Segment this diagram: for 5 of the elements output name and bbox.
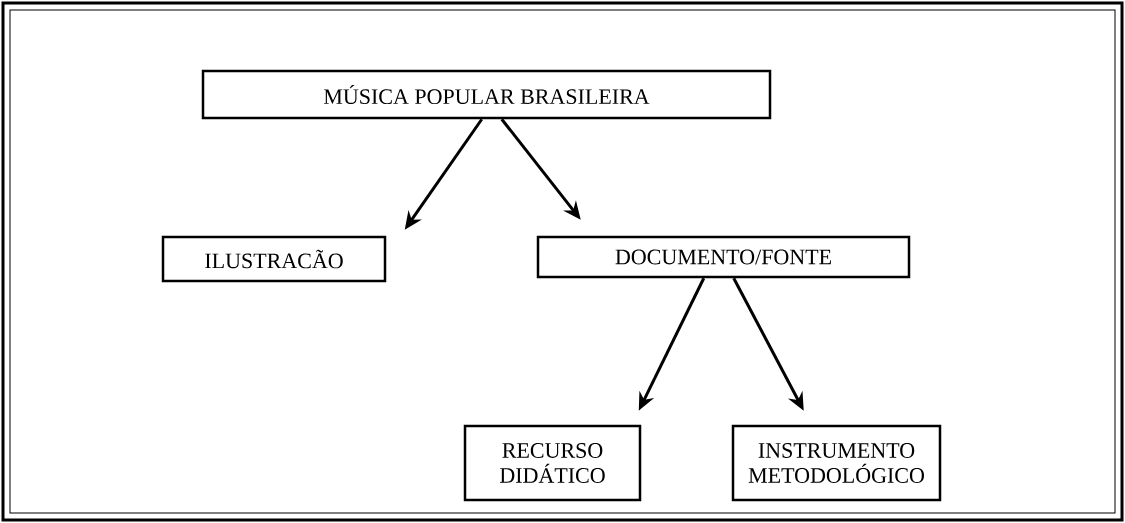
concept-box: RECURSO DIDÁTICO xyxy=(463,424,642,502)
concept-box: MÚSICA POPULAR BRASILEIRA xyxy=(201,69,772,120)
concept-box: DOCUMENTO/FONTE xyxy=(536,235,911,279)
concept-box: ILUSTRACÃO xyxy=(161,235,387,283)
concept-box: INSTRUMENTO METODOLÓGICO xyxy=(731,424,942,502)
